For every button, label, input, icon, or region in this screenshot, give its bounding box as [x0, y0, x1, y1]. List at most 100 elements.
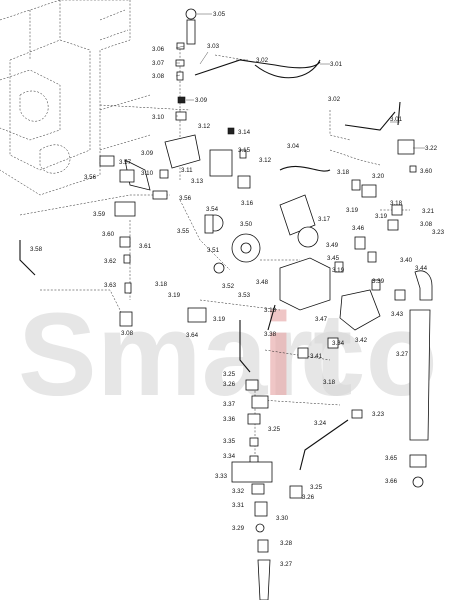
part-label: 3.41 — [310, 353, 323, 360]
part-label: 3.44 — [415, 265, 428, 272]
part-label: 3.19 — [346, 207, 359, 214]
part-label: 3.18 — [390, 200, 403, 207]
part-label: 3.14 — [238, 129, 251, 136]
valve-block — [164, 134, 201, 169]
part-label: 3.18 — [264, 307, 277, 314]
solenoid-coil — [209, 149, 233, 177]
part-label: 3.63 — [104, 282, 117, 289]
part-label: 3.15 — [238, 147, 251, 154]
part-label: 3.12 — [259, 157, 272, 164]
part-label: 3.42 — [355, 337, 368, 344]
pressure-gauge — [185, 8, 197, 20]
part-label: 3.10 — [141, 170, 154, 177]
part-label: 3.39 — [372, 278, 385, 285]
pump-motor — [279, 194, 316, 236]
part-label: 3.51 — [207, 247, 220, 254]
part-label: 3.18 — [337, 169, 350, 176]
part-label: 3.58 — [30, 246, 43, 253]
part-label: 3.40 — [400, 257, 413, 264]
part-label: 3.38 — [264, 331, 277, 338]
part-label: 3.56 — [179, 195, 192, 202]
part-label: 3.18 — [323, 379, 336, 386]
drain-hose — [409, 309, 431, 441]
solenoid-valve-right — [397, 139, 415, 155]
part-label: 3.43 — [391, 311, 404, 318]
part-label: 3.13 — [191, 178, 204, 185]
part-label: 3.35 — [223, 438, 236, 445]
part-label: 3.34 — [223, 453, 236, 460]
part-label: 3.26 — [302, 494, 315, 501]
parts — [99, 8, 433, 600]
part-label: 3.19 — [332, 267, 345, 274]
part-label: 3.19 — [375, 213, 388, 220]
part-label: 3.27 — [396, 351, 409, 358]
part-label: 3.53 — [238, 292, 251, 299]
part-label: 3.48 — [256, 279, 269, 286]
part-label: 3.04 — [287, 143, 300, 150]
part-label: 3.27 — [280, 561, 293, 568]
part-label: 3.11 — [181, 167, 193, 174]
part-label: 3.60 — [102, 231, 115, 238]
part-label: 3.56 — [84, 174, 97, 181]
part-label: 3.46 — [352, 225, 365, 232]
part-label: 3.08 — [121, 330, 134, 337]
part-label: 3.49 — [326, 242, 339, 249]
part-label: 3.17 — [318, 216, 331, 223]
part-label: 3.20 — [372, 173, 385, 180]
part-label: 3.18 — [155, 281, 168, 288]
part-labels: 3.05 3.06 3.03 3.02 3.01 3.07 3.08 3.09 … — [30, 11, 445, 568]
part-label: 3.34 — [332, 340, 345, 347]
part-label: 3.33 — [215, 473, 228, 480]
part-label: 3.60 — [420, 168, 433, 175]
part-label: 3.37 — [223, 401, 236, 408]
part-label: 3.07 — [152, 60, 165, 67]
flow-meter — [231, 461, 273, 483]
part-label: 3.06 — [152, 46, 165, 53]
hoses — [19, 59, 401, 471]
part-label: 3.30 — [276, 515, 289, 522]
part-label: 3.52 — [222, 283, 235, 290]
part-label: 3.10 — [152, 114, 165, 121]
part-label: 3.57 — [119, 159, 132, 166]
part-label: 3.66 — [385, 478, 398, 485]
valve-fitting — [187, 307, 207, 323]
part-label: 3.45 — [327, 255, 340, 262]
part-label: 3.09 — [141, 150, 154, 157]
part-label: 3.31 — [232, 502, 245, 509]
part-label: 3.01 — [390, 116, 403, 123]
part-label: 3.05 — [213, 11, 226, 18]
part-label: 3.54 — [206, 206, 219, 213]
part-label: 3.29 — [232, 525, 245, 532]
part-label: 3.26 — [223, 381, 236, 388]
part-label: 3.32 — [232, 488, 245, 495]
part-label: 3.25 — [268, 426, 281, 433]
part-label: 3.02 — [256, 57, 269, 64]
elbow-fitting — [414, 270, 433, 301]
part-label: 3.01 — [330, 61, 343, 68]
part-label: 3.21 — [422, 208, 435, 215]
part-label: 3.24 — [314, 420, 327, 427]
part-label: 3.02 — [328, 96, 341, 103]
part-label: 3.28 — [280, 540, 293, 547]
part-label: 3.36 — [223, 416, 236, 423]
part-label: 3.12 — [198, 123, 211, 130]
part-label: 3.08 — [420, 221, 433, 228]
part-label: 3.22 — [425, 145, 438, 152]
part-label: 3.23 — [372, 411, 385, 418]
part-label: 3.19 — [213, 316, 226, 323]
machine-frame-outline — [0, 0, 151, 196]
pump-head — [339, 289, 381, 331]
part-label: 3.50 — [240, 221, 253, 228]
pump-housing — [279, 257, 331, 311]
part-label: 3.08 — [152, 73, 165, 80]
part-label: 3.62 — [104, 258, 117, 265]
leader-lines — [175, 13, 425, 149]
part-label: 3.19 — [168, 292, 181, 299]
part-label: 3.03 — [207, 43, 220, 50]
part-label: 3.09 — [195, 97, 208, 104]
part-label: 3.47 — [315, 316, 328, 323]
part-label: 3.25 — [223, 371, 236, 378]
part-label: 3.23 — [432, 229, 445, 236]
part-label: 3.25 — [310, 484, 323, 491]
